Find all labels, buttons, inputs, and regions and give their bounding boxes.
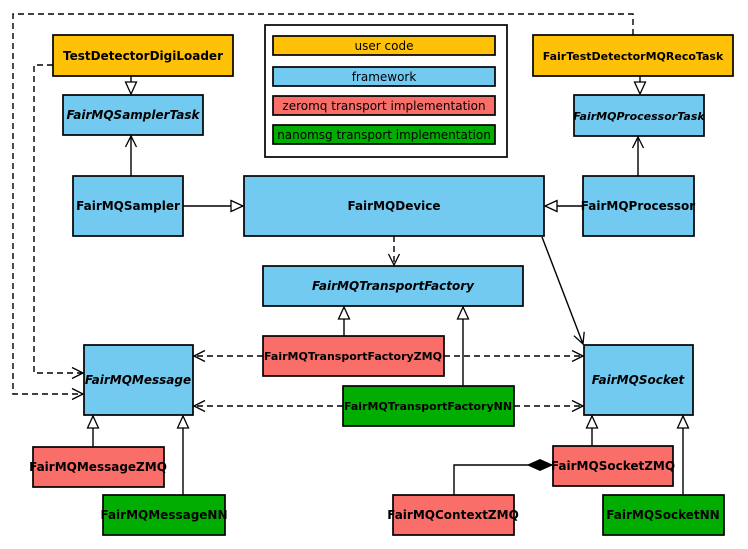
node-label-fairmqmessage: FairMQMessage [85,373,191,387]
node-label-fairmqprocessor: FairMQProcessor [581,199,696,213]
node-label-fairtestdetectormqrecotask: FairTestDetectorMQRecoTask [543,50,724,63]
legend-swatch-user-code [272,35,496,56]
node-box-fairmqtransportfactory [262,265,524,307]
node-label-fairmqmessagezmq: FairMQMessageZMQ [29,460,167,474]
legend: user code framework zeromq transport imp… [264,24,508,158]
node-box-fairmqmessage [83,344,194,416]
legend-label-nanomsg: nanomsg transport implementation [277,128,491,142]
node-label-fairmqtransportfactory: FairMQTransportFactory [312,279,475,293]
legend-label-zeromq: zeromq transport implementation [282,99,485,113]
legend-label-user-code: user code [355,39,414,53]
legend-swatch-nanomsg [272,124,496,145]
node-fairmqtransportfactoryzmq: FairMQTransportFactoryZMQ [262,335,445,377]
edge-association-device-socket [541,236,583,344]
node-label-fairmqsocket: FairMQSocket [592,373,686,387]
node-label-fairmqsamplertask: FairMQSamplerTask [66,108,200,122]
node-box-testdetectordigiloader [52,34,234,77]
node-fairmqtransportfactory: FairMQTransportFactory [262,265,524,307]
node-box-fairmqsampler [72,175,184,237]
node-box-fairmqtransportfactorynn [342,385,515,427]
legend-label-framework: framework [352,70,417,84]
node-fairmqdevice: FairMQDevice [243,175,545,237]
node-box-fairtestdetectormqrecotask [532,34,734,77]
node-label-fairmqcontextzmq: FairMQContextZMQ [387,508,519,522]
node-label-fairmqtransportfactorynn: FairMQTransportFactoryNN [344,400,512,413]
legend-swatch-zeromq [272,95,496,116]
node-label-fairmqdevice: FairMQDevice [347,199,440,213]
node-fairmqmessagezmq: FairMQMessageZMQ [29,446,167,488]
node-box-fairmqprocessortask [573,94,705,137]
node-fairmqsocketzmq: FairMQSocketZMQ [551,445,675,487]
node-box-fairmqsocketzmq [552,445,674,487]
node-fairmqsamplertask: FairMQSamplerTask [62,94,204,136]
node-fairmqcontextzmq: FairMQContextZMQ [387,494,519,536]
legend-swatch-framework [272,66,496,87]
node-fairmqsocket: FairMQSocket [583,344,694,416]
node-box-fairmqmessagezmq [32,446,165,488]
node-fairmqmessage: FairMQMessage [83,344,194,416]
node-label-fairmqsocketnn: FairMQSocketNN [606,508,719,522]
node-box-fairmqsocket [583,344,694,416]
node-fairmqtransportfactorynn: FairMQTransportFactoryNN [342,385,515,427]
node-box-fairmqtransportfactoryzmq [262,335,445,377]
node-label-fairmqsampler: FairMQSampler [76,199,180,213]
edge-dependency-digiloader-message [33,64,83,373]
edge-composition-contextzmq-socketzmq [453,465,552,495]
node-testdetectordigiloader: TestDetectorDigiLoader [52,34,234,77]
node-fairmqsampler: FairMQSampler [72,175,184,237]
node-box-fairmqdevice [243,175,545,237]
node-fairmqmessagenn: FairMQMessageNN [100,494,228,536]
nodes: TestDetectorDigiLoader FairTestDetectorM… [29,34,734,536]
node-box-fairmqsocketnn [602,494,725,536]
edge-dependency-recotask-message [12,13,634,394]
edges [12,13,683,495]
node-label-testdetectordigiloader: TestDetectorDigiLoader [63,49,223,63]
node-box-fairmqcontextzmq [392,494,515,536]
node-fairmqprocessortask: FairMQProcessorTask [573,94,705,137]
node-fairmqsocketnn: FairMQSocketNN [602,494,725,536]
node-fairtestdetectormqrecotask: FairTestDetectorMQRecoTask [532,34,734,77]
node-box-fairmqprocessor [582,175,695,237]
node-label-fairmqsocketzmq: FairMQSocketZMQ [551,459,675,473]
node-label-fairmqtransportfactoryzmq: FairMQTransportFactoryZMQ [264,350,442,363]
node-label-fairmqprocessortask: FairMQProcessorTask [573,110,705,123]
node-fairmqprocessor: FairMQProcessor [581,175,696,237]
node-box-fairmqsamplertask [62,94,204,136]
node-label-fairmqmessagenn: FairMQMessageNN [100,508,227,522]
node-box-fairmqmessagenn [102,494,226,536]
